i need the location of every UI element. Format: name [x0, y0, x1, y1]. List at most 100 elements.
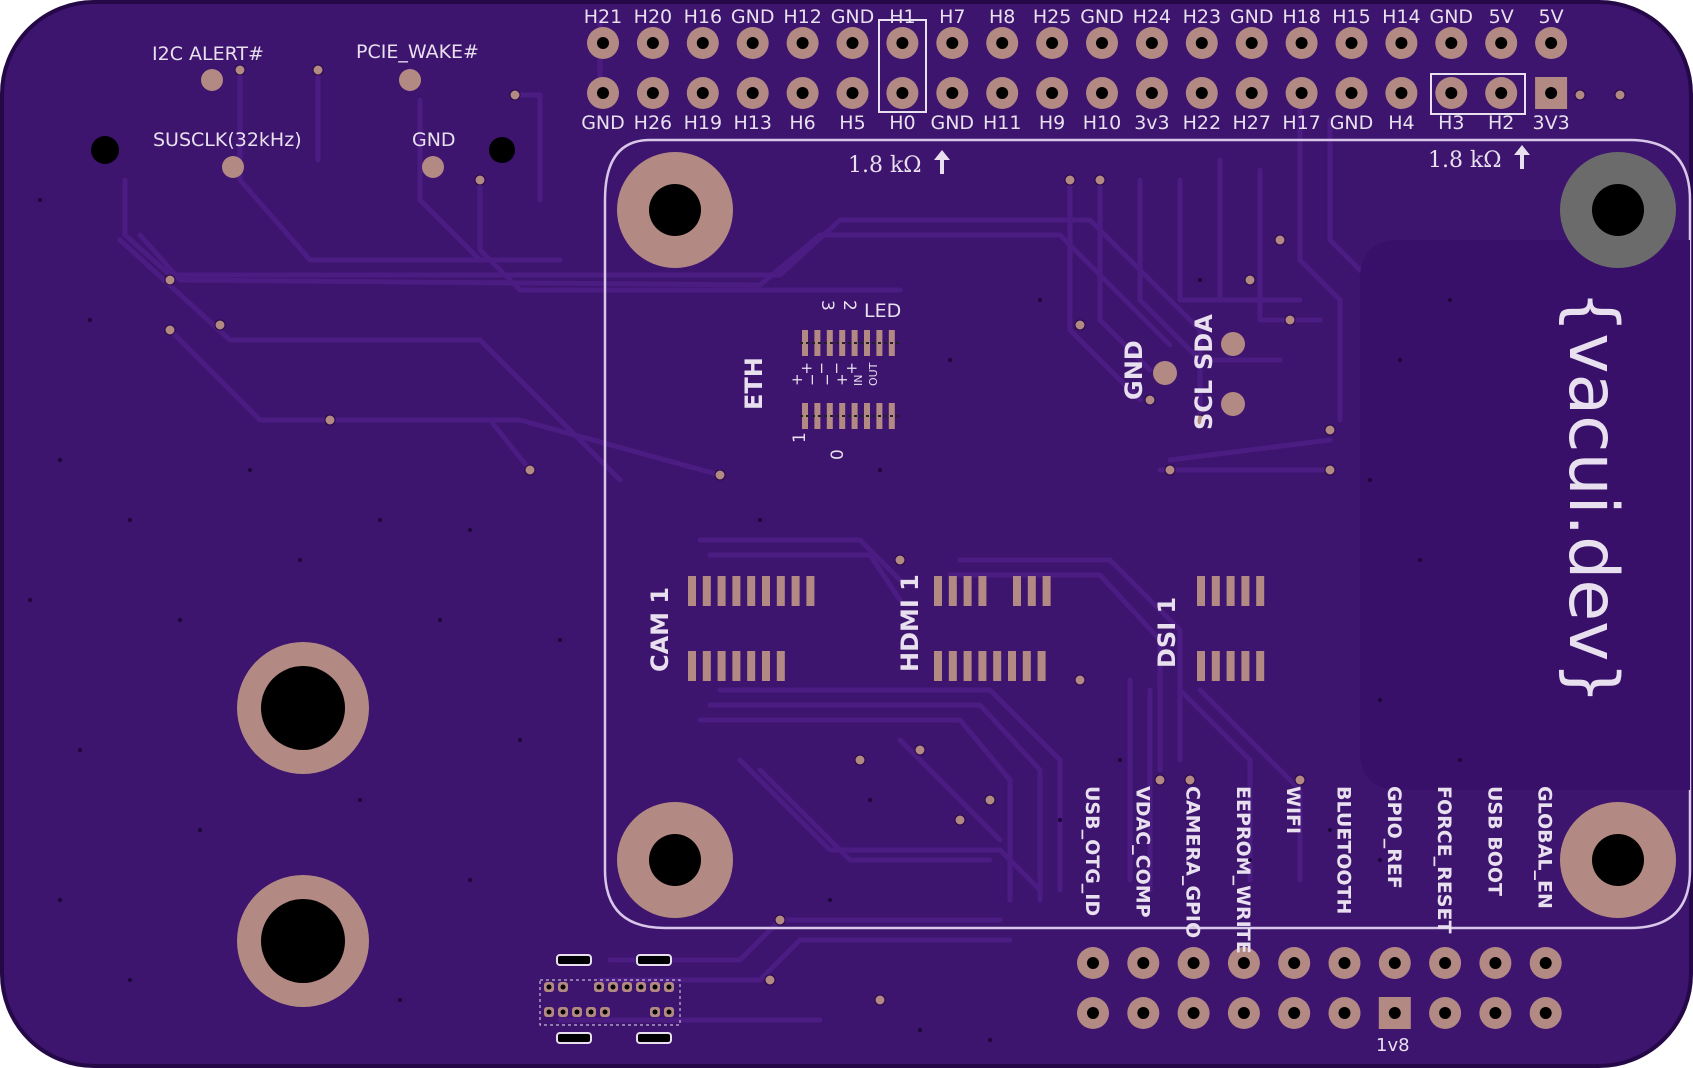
- eth-label: ETH: [740, 357, 768, 410]
- dsi-label: DSI 1: [1153, 597, 1181, 668]
- smd-pad: [948, 651, 957, 681]
- header-top-label: GND: [1230, 6, 1274, 28]
- smd-pad: [717, 651, 726, 681]
- cam-label: CAM 1: [646, 587, 674, 672]
- smd-pad: [762, 576, 770, 606]
- smd-pad: [826, 403, 833, 429]
- header-bottom-row-label: H4: [1388, 112, 1414, 134]
- gnd-test-label: GND: [412, 129, 456, 151]
- bottom-header-label: EEPROM_WRITE: [1232, 786, 1254, 954]
- header-bottom-row-label: H9: [1039, 112, 1065, 134]
- header-top-label: GND: [731, 6, 775, 28]
- smd-pad: [948, 576, 957, 606]
- header-top-label: H16: [684, 6, 722, 28]
- header-bottom-row-label: H5: [839, 112, 865, 134]
- copper-traces: [117, 17, 1383, 1023]
- header-top-label: 5V: [1489, 6, 1514, 28]
- header-top-label: H8: [989, 6, 1015, 28]
- smd-pad: [993, 651, 1002, 681]
- smd-pad: [791, 576, 800, 606]
- eth-polarity-mark: −: [818, 373, 836, 386]
- smd-pad: [732, 576, 741, 606]
- header-top-label: H15: [1332, 6, 1370, 28]
- arrow-up-icon: [934, 150, 950, 174]
- header-bottom-row-label: H2: [1488, 112, 1514, 134]
- smd-pad: [717, 576, 726, 606]
- bottom-header-label: GPIO_REF: [1383, 786, 1405, 889]
- smd-pad: [747, 576, 756, 606]
- bottom-header-label: BLUETOOTH: [1333, 786, 1355, 914]
- eth-polarity-mark: +: [788, 373, 806, 386]
- led-polarity-mark: −: [828, 362, 846, 375]
- eth-number-0: 0: [828, 449, 848, 460]
- smd-pad: [747, 651, 756, 681]
- hole-right: [489, 137, 515, 163]
- bottom-header-label: GLOBAL_EN: [1534, 786, 1556, 909]
- smd-pad: [702, 576, 711, 606]
- header-bottom-row-label: H11: [983, 112, 1021, 134]
- smd-pad: [963, 651, 972, 681]
- led-label: LED: [864, 300, 901, 322]
- i2c-gnd-label: GND: [1120, 340, 1148, 400]
- smd-pad: [1211, 651, 1220, 681]
- hole-left: [91, 136, 119, 164]
- header-bottom-row-label: GND: [931, 112, 975, 134]
- header-bottom-row-label: H19: [684, 112, 722, 134]
- header-bottom-row-label: 3v3: [1134, 112, 1169, 134]
- eth-polarity-mark: +: [833, 373, 851, 386]
- header-top-label: H25: [1033, 6, 1071, 28]
- smd-pad: [806, 576, 815, 606]
- eth-polarity-mark: OUT: [867, 362, 880, 386]
- smd-pad: [934, 651, 942, 681]
- antenna-area: [1360, 240, 1690, 790]
- pullup-right-label: 1.8 kΩ: [1428, 148, 1502, 173]
- hdmi-label: HDMI 1: [896, 574, 924, 672]
- smd-pad: [814, 330, 821, 356]
- smd-pad: [802, 403, 808, 429]
- bottom-header-label: CAMERA_GPIO: [1182, 786, 1204, 938]
- bottom-header-label: FORCE_RESET: [1433, 786, 1455, 933]
- header-bottom-row-label: H10: [1083, 112, 1121, 134]
- led-number-2: 2: [839, 300, 859, 311]
- test-points: [201, 69, 1245, 416]
- smd-pad: [1197, 651, 1205, 681]
- smd-pad: [1008, 651, 1016, 681]
- mounting-holes: [237, 152, 1676, 1007]
- header-bottom-row-label: H27: [1232, 112, 1270, 134]
- smd-pad: [688, 651, 696, 681]
- header-bottom-row-label: 3V3: [1533, 112, 1570, 134]
- header-top-label: H24: [1133, 6, 1171, 28]
- smd-pad: [776, 651, 785, 681]
- header-top-label: GND: [1080, 6, 1124, 28]
- smd-pad: [1241, 576, 1250, 606]
- smd-pad: [963, 576, 972, 606]
- header-bottom-row-label: H13: [733, 112, 771, 134]
- arrow-up-icon: [1514, 145, 1530, 169]
- smd-pad: [1211, 576, 1220, 606]
- h3-h2-marker: [1430, 73, 1526, 115]
- led-polarity-mark: +: [843, 362, 861, 375]
- smd-pad: [934, 576, 942, 606]
- header-top-label: H20: [634, 6, 672, 28]
- header-bottom-row-label: H17: [1282, 112, 1320, 134]
- led-number-3: 3: [817, 300, 837, 311]
- i2c-sda-label: SDA: [1190, 314, 1218, 370]
- vias: [164, 64, 1626, 1006]
- smd-pad: [776, 576, 785, 606]
- header-top-label: H1: [889, 6, 915, 28]
- led-polarity-mark: +: [798, 362, 816, 375]
- eth-polarity-mark: −: [803, 373, 821, 386]
- brand-logo: {vacui.dev}: [1553, 290, 1632, 705]
- header-bottom-row-label: H22: [1183, 112, 1221, 134]
- header-top-label: H7: [939, 6, 965, 28]
- header-bottom-row-label: H6: [789, 112, 815, 134]
- header-bottom-row-label: H0: [889, 112, 915, 134]
- smd-pad: [1027, 576, 1036, 606]
- header-bottom-row-label: GND: [1330, 112, 1374, 134]
- header-bottom-row-label: GND: [581, 112, 625, 134]
- smd-pad: [814, 403, 821, 429]
- smd-pad: [1197, 576, 1205, 606]
- smd-pad: [1241, 651, 1250, 681]
